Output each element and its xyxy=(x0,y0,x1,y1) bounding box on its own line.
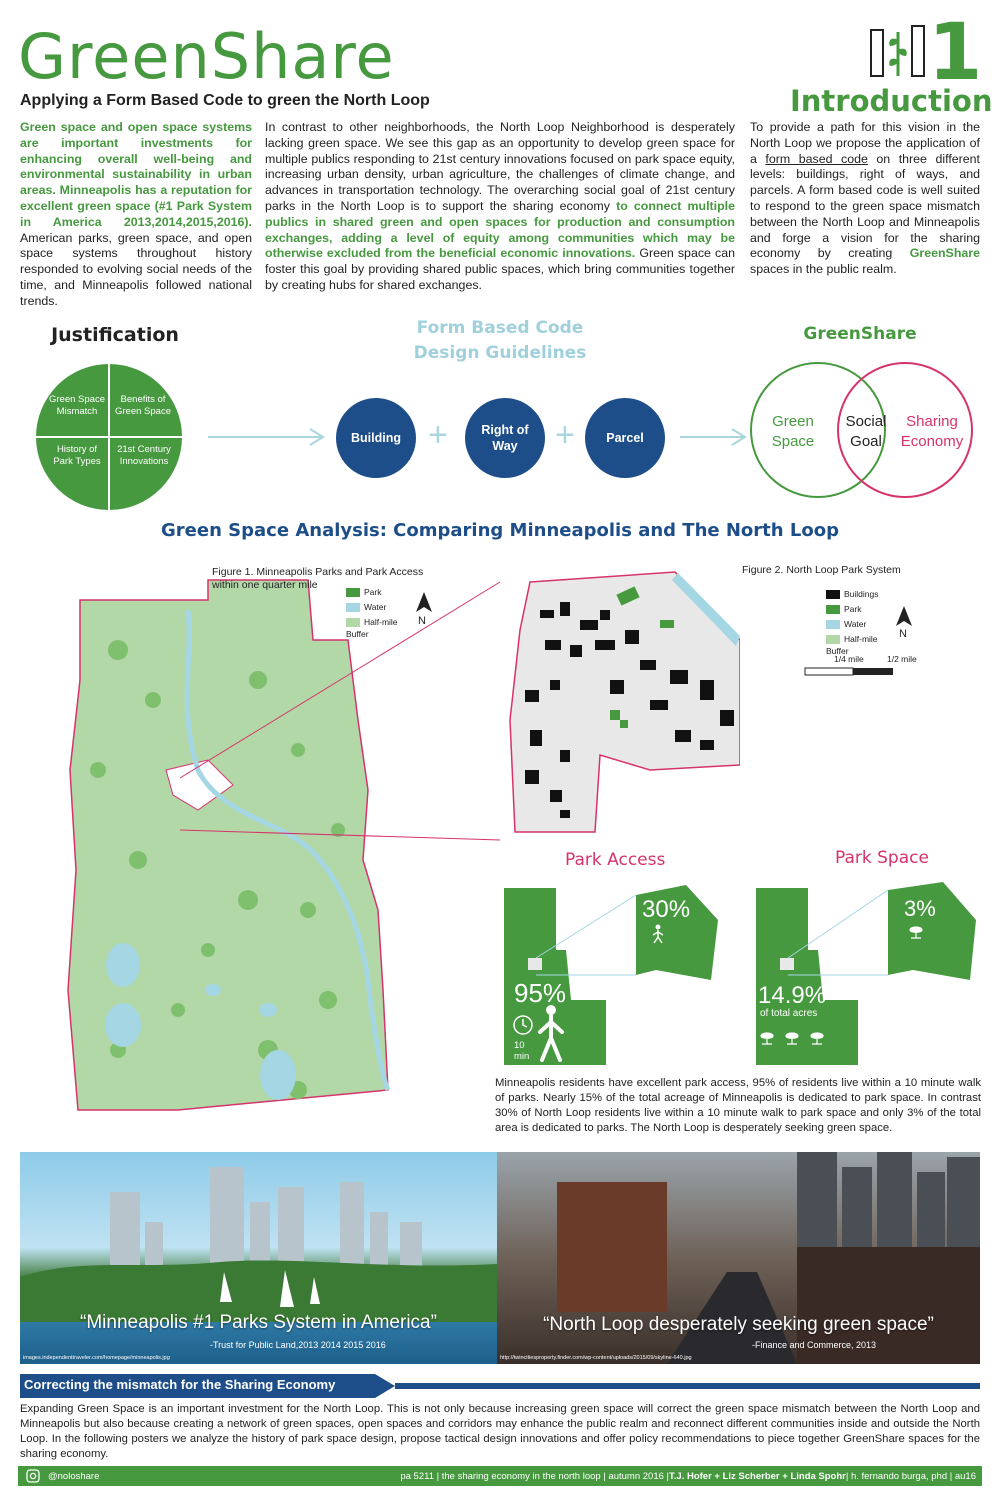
footer-course: pa 5211 | the sharing economy in the nor… xyxy=(400,1470,670,1482)
right-photo-source: -Finance and Commerce, 2013 xyxy=(752,1340,877,1350)
tree-icon xyxy=(909,926,923,939)
north-loop-street-photo: “North Loop desperately seeking green sp… xyxy=(497,1152,980,1364)
intro-col3-text-b: on three different levels: buildings, ri… xyxy=(750,151,981,261)
instagram-handle[interactable]: @noloshare xyxy=(48,1470,100,1482)
legend-park: Park xyxy=(844,604,862,614)
left-photo-source: -Trust for Public Land,2013 2014 2015 20… xyxy=(210,1340,386,1350)
plus-sign: + xyxy=(428,416,448,454)
intro-col1-bold: Green space and open space systems are i… xyxy=(20,120,252,229)
park-access-title: Park Access xyxy=(565,850,666,870)
figure2-caption: Figure 2. North Loop Park System xyxy=(742,564,901,576)
legend-park: Park xyxy=(364,587,382,597)
north-label: N xyxy=(899,628,907,640)
intro-col1-text: American parks, green space, and open sp… xyxy=(20,230,252,308)
poster-number: 1 xyxy=(928,8,983,98)
figure2-legend: Buildings Park Water Half-mile Buffer xyxy=(826,588,896,657)
parcel-circle: Parcel xyxy=(585,398,665,478)
analysis-title: Green Space Analysis: Comparing Minneapo… xyxy=(161,520,839,541)
space-north-loop-value: 3% xyxy=(904,896,936,921)
footer-instructor: | h. fernando burga, phd | au16 xyxy=(845,1470,976,1482)
scale-bar xyxy=(804,667,893,676)
arrow-right-icon xyxy=(208,428,325,446)
legend-buffer: Half-mile Buffer xyxy=(346,617,398,639)
building-circle: Building xyxy=(336,398,416,478)
intro-col3-bold: GreenShare xyxy=(909,246,980,261)
north-arrow-icon xyxy=(896,606,912,626)
scale-quarter-mile: 1/4 mile xyxy=(834,654,864,664)
intro-column-2: In contrast to other neighborhoods, the … xyxy=(265,120,735,294)
access-north-loop-value: 30% xyxy=(642,896,691,923)
closing-banner-title: Correcting the mismatch for the Sharing … xyxy=(24,1377,336,1392)
venn-right-label: Sharing Economy xyxy=(900,413,964,450)
minneapolis-map xyxy=(67,579,391,1111)
left-photo-quote: “Minneapolis #1 Parks System in America” xyxy=(80,1312,437,1333)
form-based-code-link[interactable]: form based code xyxy=(765,151,868,166)
section-heading: Introduction xyxy=(790,84,993,118)
arrow-right-icon xyxy=(680,428,747,446)
park-space-title: Park Space xyxy=(835,848,929,868)
legend-water: Water xyxy=(364,602,387,612)
skyline-illustration xyxy=(20,1167,497,1322)
walk-time-label: 10 min xyxy=(514,1040,530,1062)
intro-col3-text-a: To provide a path for this vision in the… xyxy=(750,120,980,166)
fbc-title-line2: Design Guidelines xyxy=(413,343,587,363)
greenshare-title: GreenShare xyxy=(803,324,917,344)
tree-icon-row xyxy=(760,1032,824,1045)
quadrant-green-space-mismatch: Green Space Mismatch xyxy=(49,394,105,417)
intro-column-3: To provide a path for this vision in the… xyxy=(750,120,980,278)
legend-buildings: Buildings xyxy=(844,589,879,599)
figure1-legend: Park Water Half-mile Buffer xyxy=(346,586,416,640)
analysis-summary: Minneapolis residents have excellent par… xyxy=(495,1077,981,1134)
closing-text: Expanding Green Space is an important in… xyxy=(20,1403,980,1460)
fbc-title-line1: Form Based Code xyxy=(416,318,584,338)
closing-banner xyxy=(20,1374,980,1398)
right-photo-quote: “North Loop desperately seeking green sp… xyxy=(543,1314,934,1335)
access-minneapolis-value: 95% xyxy=(514,978,567,1008)
intro-col2-bold: to connect multiple publics in shared gr… xyxy=(265,198,735,261)
space-unit-label: of total acres xyxy=(760,1008,818,1019)
page-title: GreenShare xyxy=(18,20,395,93)
quadrant-history: History of Park Types xyxy=(53,444,101,467)
venn-diagram xyxy=(750,362,973,498)
footer-bar: @noloshare pa 5211 | the sharing economy… xyxy=(18,1466,982,1486)
justification-circle: Green Space Mismatch Benefits of Green S… xyxy=(36,364,182,510)
zoom-connector-lines xyxy=(179,581,501,841)
justification-title: Justification xyxy=(51,324,179,346)
intro-col2-text-b: Green space can foster this goal by prov… xyxy=(265,246,736,292)
venn-center-label: Social Goal xyxy=(845,413,887,450)
north-label: N xyxy=(418,615,426,627)
pedestrian-icon xyxy=(652,924,664,944)
north-loop-map xyxy=(509,571,740,833)
park-space-graphic xyxy=(756,882,976,1065)
clock-icon xyxy=(513,1015,533,1035)
venn-pink-circle xyxy=(837,362,973,498)
page-subtitle: Applying a Form Based Code to green the … xyxy=(20,92,430,109)
greenshare-logo-icon xyxy=(870,25,925,77)
instagram-icon[interactable] xyxy=(26,1469,40,1483)
intro-column-1: Green space and open space systems are i… xyxy=(20,120,252,310)
quadrant-benefits: Benefits of Green Space xyxy=(115,394,171,417)
minneapolis-skyline-photo: “Minneapolis #1 Parks System in America”… xyxy=(20,1152,497,1364)
quadrant-innovations: 21st Century Innovations xyxy=(117,444,171,467)
north-arrow-icon xyxy=(416,592,432,612)
venn-green-circle xyxy=(750,362,886,498)
right-photo-url: http://twincitiesproperty.finder.com/wp-… xyxy=(500,1355,692,1361)
scale-half-mile: 1/2 mile xyxy=(887,654,917,664)
footer-authors: T.J. Hofer + Liz Scherber + Linda Spohr xyxy=(669,1470,846,1482)
legend-water: Water xyxy=(844,619,867,629)
intro-col3-text-c: spaces in the public realm. xyxy=(750,262,897,277)
intro-col2-text-a: In contrast to other neighborhoods, the … xyxy=(265,120,735,213)
left-photo-url: images.independenttraveler.com/homepage/… xyxy=(23,1355,170,1361)
pedestrian-icon xyxy=(538,1005,564,1062)
park-access-graphic xyxy=(504,885,718,1065)
plus-sign: + xyxy=(555,416,575,454)
street-illustration xyxy=(557,1152,980,1364)
right-of-way-circle: Right of Way xyxy=(465,398,545,478)
figure1-caption: Figure 1. Minneapolis Parks and Park Acc… xyxy=(212,566,424,591)
space-minneapolis-value: 14.9% xyxy=(758,982,827,1009)
legend-buffer: Half-mile Buffer xyxy=(826,634,878,656)
venn-left-label: Green Space xyxy=(771,413,815,450)
